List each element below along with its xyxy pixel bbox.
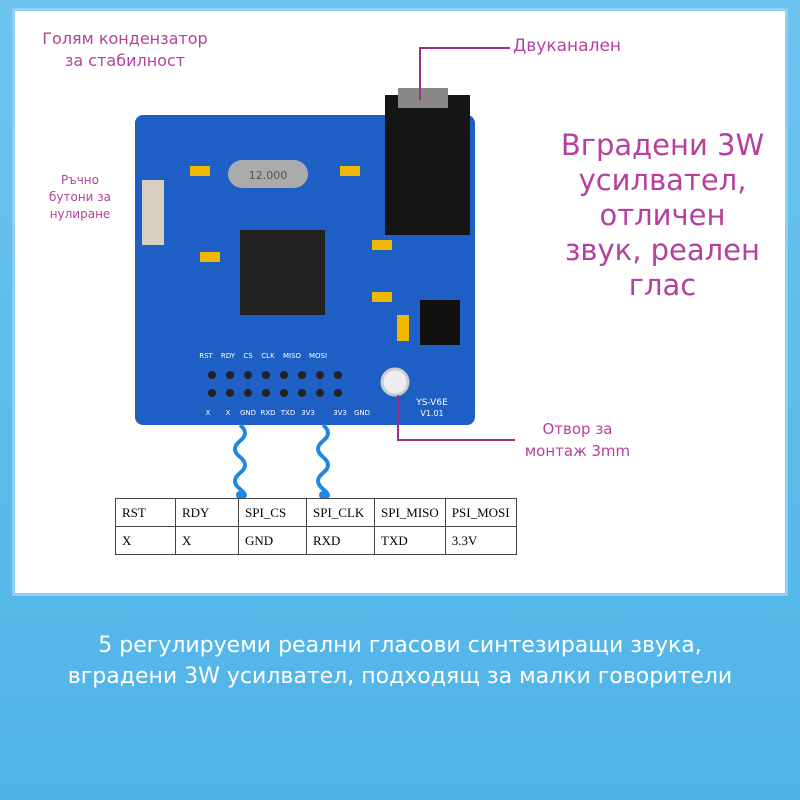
crystal (228, 160, 308, 188)
svg-text:12.000: 12.000 (249, 169, 288, 182)
pin-label: MOSI (309, 352, 327, 360)
pin-label: GND (354, 409, 370, 417)
pin-label: RXD (260, 409, 275, 417)
pin-label: RDY (221, 352, 236, 360)
pin-label: CLK (261, 352, 275, 360)
label-channel: Двуканален (513, 36, 622, 56)
pin-label: 3V3 (333, 409, 347, 417)
pin-label: TXD (280, 409, 295, 417)
svg-text:V1.01: V1.01 (420, 409, 443, 418)
pin-labels-bottom: X X GND RXD TXD 3V3 3V3 GND (206, 409, 370, 417)
pin-label: CS (243, 352, 253, 360)
wire-connectors (233, 423, 330, 499)
pin-label: GND (240, 409, 256, 417)
reset-button (142, 180, 164, 245)
pin-label: X (226, 409, 231, 417)
caption: 5 регулируеми реални гласови синтезиращи… (67, 633, 733, 689)
audio-jack (385, 95, 470, 235)
svg-text:YS-V6E: YS-V6E (415, 398, 448, 408)
pin-labels-top: RST RDY CS CLK MISO MOSI (199, 352, 327, 360)
pin-label: 3V3 (301, 409, 315, 417)
chip (240, 230, 325, 315)
mounting-hole (380, 367, 410, 397)
pin-label: MISO (283, 352, 302, 360)
pin-label: X (206, 409, 211, 417)
pin-label: RST (199, 352, 213, 360)
